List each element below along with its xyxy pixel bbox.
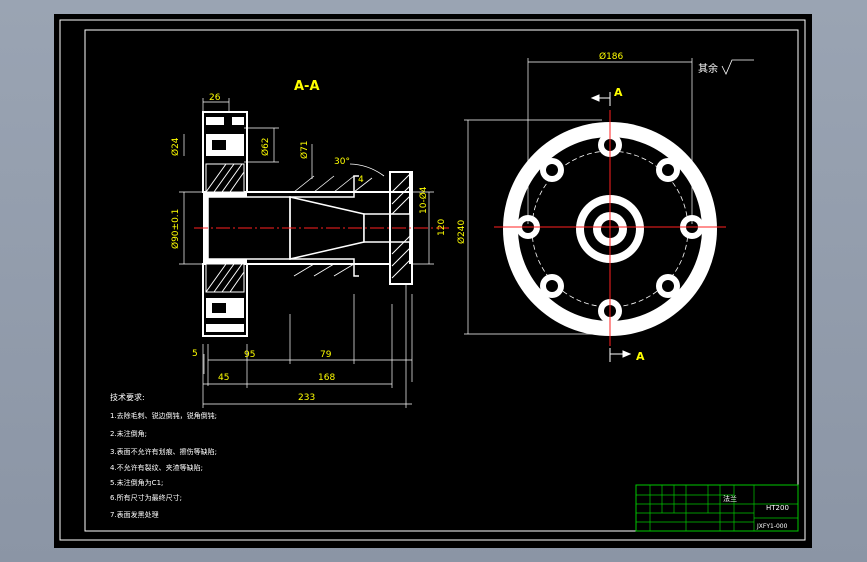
- dim-26: 26: [209, 93, 221, 103]
- title-block: 法兰 HT200 JXFY1-000: [635, 484, 799, 532]
- dim-d24: Ø24: [170, 137, 181, 156]
- view-label: A-A: [294, 79, 320, 94]
- dim-10-d4: 10-Ø4: [418, 186, 429, 214]
- dim-168: 168: [318, 373, 335, 383]
- drawing-sheet: A-A: [54, 14, 812, 548]
- note-7: 7.表面发黑处理: [110, 510, 159, 519]
- section-arrow-bottom: A: [636, 350, 645, 363]
- note-5: 5.未注倒角为C1;: [110, 478, 163, 487]
- roughness-note: 其余: [698, 62, 718, 75]
- dim-233: 233: [298, 393, 315, 403]
- dim-5: 5: [192, 349, 198, 359]
- dim-d90: Ø90±0.1: [170, 209, 181, 249]
- drawing-number: JXFY1-000: [756, 523, 788, 530]
- bolt-holes: [516, 133, 704, 323]
- roughness-symbol: [721, 59, 754, 75]
- dim-d62: Ø62: [260, 137, 271, 156]
- dim-120: 120: [437, 219, 447, 236]
- technical-notes: 技术要求: 1.去除毛刺、锐边倒钝，锐角倒钝; 2.未注倒角; 3.表面不允许有…: [110, 392, 217, 519]
- inner-border: [84, 29, 799, 532]
- dim-30deg: 30°: [334, 157, 350, 167]
- material: HT200: [766, 504, 789, 512]
- front-view: Ø186 Ø240 A A 其余: [456, 51, 754, 363]
- dim-d71: Ø71: [299, 140, 310, 159]
- part-name: 法兰: [723, 494, 737, 503]
- note-1: 1.去除毛刺、锐边倒钝，锐角倒钝;: [110, 411, 217, 420]
- note-4: 4.不允许有裂纹、夹渣等缺陷;: [110, 463, 203, 472]
- note-6: 6.所有尺寸为最终尺寸;: [110, 493, 182, 502]
- note-3: 3.表面不允许有划痕、擦伤等缺陷;: [110, 447, 217, 456]
- dim-95: 95: [244, 350, 255, 360]
- note-2: 2.未注倒角;: [110, 429, 147, 438]
- dim-45: 45: [218, 373, 229, 383]
- notes-title: 技术要求:: [110, 392, 145, 402]
- dim-d240: Ø240: [456, 219, 467, 244]
- right-flange: [389, 171, 413, 285]
- outer-border: [59, 19, 806, 541]
- section-view: A-A: [170, 79, 449, 408]
- cad-drawing: A-A: [59, 19, 806, 541]
- dim-79: 79: [320, 350, 332, 360]
- section-arrow-top: A: [614, 86, 623, 99]
- dim-4: 4: [358, 175, 364, 185]
- dim-d186: Ø186: [599, 51, 624, 62]
